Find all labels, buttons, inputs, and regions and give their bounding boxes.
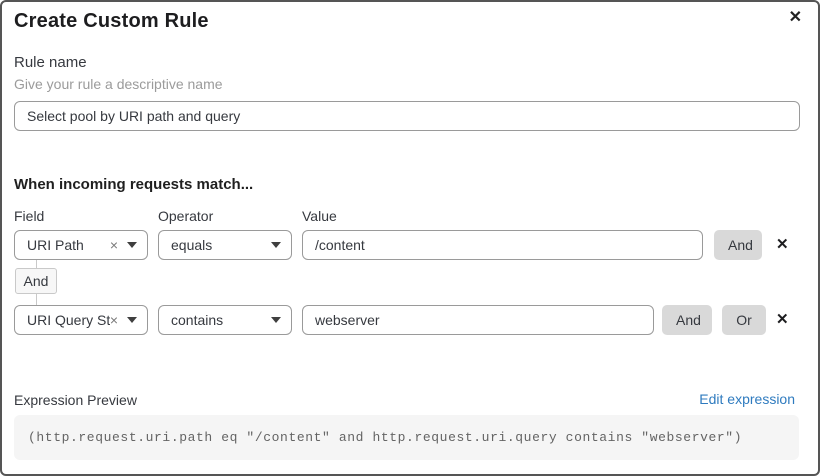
chevron-down-icon bbox=[127, 242, 137, 248]
field-select-row2-value: URI Query St... bbox=[27, 312, 110, 328]
rule-name-input[interactable] bbox=[14, 101, 800, 131]
expression-code: (http.request.uri.path eq "/content" and… bbox=[28, 430, 743, 445]
chevron-down-icon bbox=[271, 242, 281, 248]
operator-select-row2[interactable]: contains bbox=[158, 305, 292, 335]
value-input-row2[interactable] bbox=[302, 305, 654, 335]
column-label-value: Value bbox=[302, 208, 337, 224]
remove-row2-icon[interactable]: ✕ bbox=[776, 311, 789, 328]
rule-name-helper: Give your rule a descriptive name bbox=[14, 76, 223, 92]
operator-select-row1[interactable]: equals bbox=[158, 230, 292, 260]
connector-and-badge: And bbox=[15, 268, 57, 294]
field-select-row2[interactable]: URI Query St... × bbox=[14, 305, 148, 335]
operator-select-row2-value: contains bbox=[171, 312, 224, 328]
column-label-operator: Operator bbox=[158, 208, 214, 224]
column-label-field: Field bbox=[14, 208, 45, 224]
clear-icon[interactable]: × bbox=[109, 312, 118, 328]
match-heading: When incoming requests match... bbox=[14, 176, 254, 193]
rule-name-label: Rule name bbox=[14, 54, 87, 71]
expression-preview-label: Expression Preview bbox=[14, 392, 137, 408]
and-button-row1[interactable]: And bbox=[714, 230, 762, 260]
close-icon[interactable]: ✕ bbox=[788, 9, 802, 26]
page-title: Create Custom Rule bbox=[14, 10, 209, 32]
connector-line-top bbox=[36, 260, 37, 268]
connector-line-bottom bbox=[36, 294, 37, 305]
remove-row1-icon[interactable]: ✕ bbox=[776, 236, 789, 253]
chevron-down-icon bbox=[271, 317, 281, 323]
field-select-row1[interactable]: URI Path × bbox=[14, 230, 148, 260]
clear-icon[interactable]: × bbox=[109, 237, 118, 253]
field-select-row1-value: URI Path bbox=[27, 237, 84, 253]
or-button-row2[interactable]: Or bbox=[722, 305, 766, 335]
expression-code-block: (http.request.uri.path eq "/content" and… bbox=[14, 415, 799, 460]
operator-select-row1-value: equals bbox=[171, 237, 213, 253]
edit-expression-link[interactable]: Edit expression bbox=[699, 391, 795, 407]
chevron-down-icon bbox=[127, 317, 137, 323]
value-input-row1[interactable] bbox=[302, 230, 703, 260]
and-button-row2[interactable]: And bbox=[662, 305, 712, 335]
